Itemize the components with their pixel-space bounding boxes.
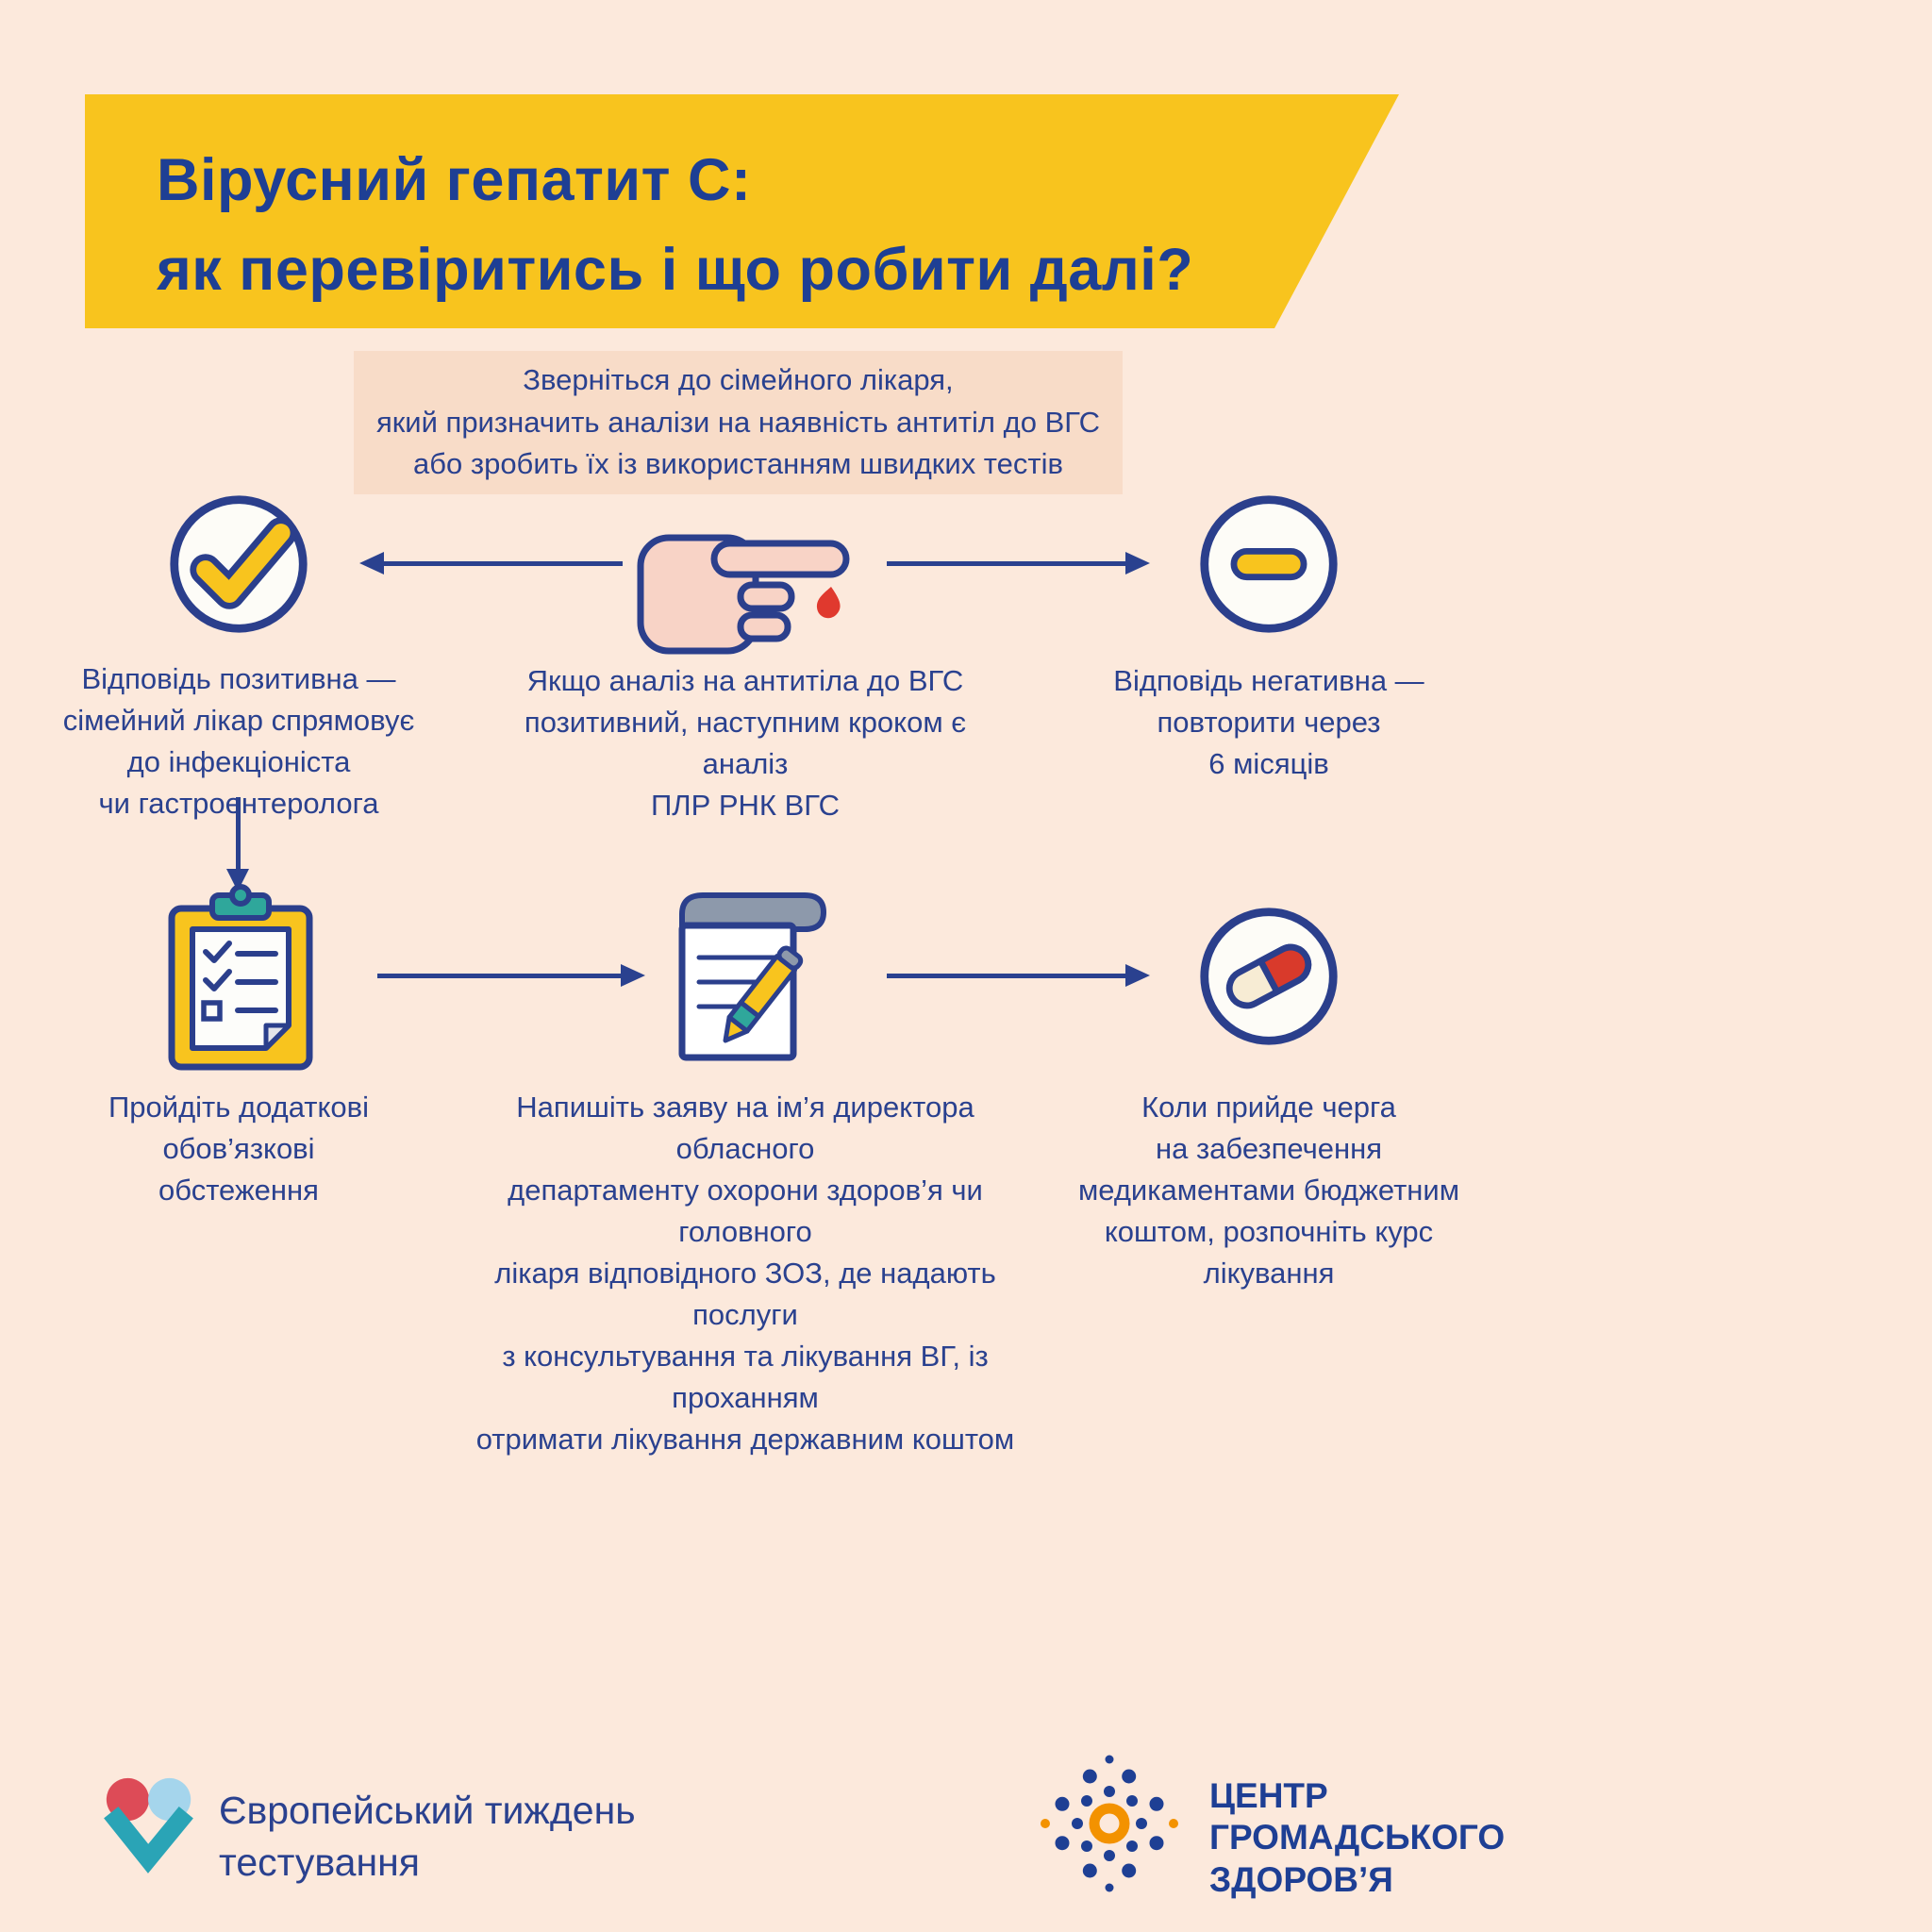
- sunburst-dots-logo-icon: [1038, 1752, 1181, 1895]
- step-positive-text: Відповідь позитивна — сімейний лікар спр…: [62, 662, 415, 821]
- step-center-text: Якщо аналіз на антитіла до ВГС позитивни…: [524, 664, 967, 823]
- step-negative-text: Відповідь негативна — повторити через 6 …: [1113, 664, 1424, 781]
- arrow-exams-to-application: [377, 964, 645, 987]
- intro-box: Зверніться до сімейного лікаря, який при…: [354, 351, 1123, 494]
- testing-week-label: Європейський тиждень тестування: [219, 1789, 636, 1885]
- page-title: Вірусний гепатит С: як перевіритись і що…: [157, 147, 1194, 303]
- step-application-text: Напишіть заяву на ім’я директора обласно…: [475, 1091, 1015, 1457]
- clipboard-checklist-icon: [158, 882, 324, 1075]
- arrow-down-to-exams: [226, 797, 249, 891]
- intro-text: Зверніться до сімейного лікаря, який при…: [375, 362, 1101, 481]
- check-circle-icon: [165, 491, 312, 638]
- arrow-application-to-treatment: [887, 964, 1150, 987]
- heart-logo-icon: [94, 1772, 206, 1875]
- public-health-center-label: ЦЕНТР ГРОМАДСЬКОГО ЗДОРОВ’Я: [1209, 1776, 1506, 1899]
- minus-circle-icon: [1195, 491, 1342, 638]
- finger-blood-drop-icon: [627, 519, 863, 660]
- step-treatment-text: Коли прийде черга на забезпечення медика…: [1077, 1091, 1460, 1291]
- notepad-pen-icon: [646, 882, 844, 1071]
- arrow-to-positive: [359, 552, 623, 575]
- pill-circle-icon: [1195, 903, 1342, 1050]
- step-exams-text: Пройдіть додаткові обов’язкові обстеженн…: [108, 1091, 370, 1208]
- title-banner: Вірусний гепатит С: як перевіритись і що…: [85, 94, 1399, 328]
- arrow-to-negative: [887, 552, 1150, 575]
